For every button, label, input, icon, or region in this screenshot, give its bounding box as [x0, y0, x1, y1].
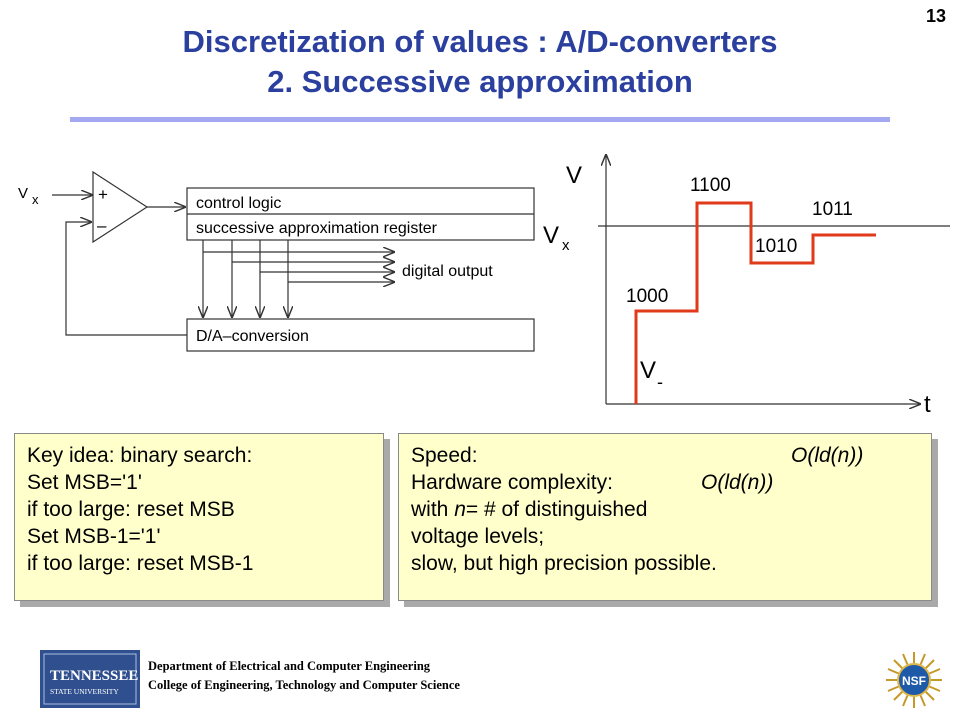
levels-pre: with	[411, 498, 455, 521]
title-line-2: 2. Successive approximation	[267, 64, 693, 99]
slide-number: 13	[925, 6, 946, 26]
tsu-logo: TENNESSEE STATE UNIVERSITY	[40, 650, 140, 708]
code-1010: 1010	[755, 236, 797, 257]
x-axis-label: t	[924, 391, 931, 418]
precision-line: slow, but high precision possible.	[411, 552, 717, 575]
control-logic-label: control logic	[196, 195, 281, 212]
minus-sign: –	[97, 216, 107, 235]
digital-output-label: digital output	[402, 263, 493, 280]
footer-text: Department of Electrical and Computer En…	[148, 657, 460, 695]
key-idea-line-1: Key idea: binary search:	[27, 444, 253, 467]
key-idea-line-4: Set MSB-1='1'	[27, 525, 161, 548]
key-idea-box: Key idea: binary search: Set MSB='1' if …	[14, 433, 384, 601]
key-idea-line-2: Set MSB='1'	[27, 471, 142, 494]
sar-block-diagram: V x + – control logic successive approxi…	[18, 170, 535, 352]
code-1100: 1100	[690, 175, 731, 196]
approximation-waveform	[634, 201, 876, 404]
levels-line: with n= # of distinguished	[411, 496, 919, 523]
key-idea-line-3: if too large: reset MSB	[27, 498, 235, 521]
nsf-label: NSF	[902, 674, 926, 688]
key-idea-line-5: if too large: reset MSB-1	[27, 552, 254, 575]
speed-line: Speed: O(ld(n))	[411, 442, 919, 469]
hardware-line: Hardware complexity: O(ld(n))	[411, 469, 919, 496]
title-line-1: Discretization of values : A/D-converter…	[182, 24, 778, 59]
vx-subscript: x	[562, 237, 570, 254]
speed-value: O(ld(n))	[791, 444, 864, 467]
footer-college: College of Engineering, Technology and C…	[148, 678, 460, 692]
sar-label: successive approximation register	[196, 220, 438, 237]
code-1000: 1000	[626, 286, 668, 307]
vminus-label: V	[640, 357, 656, 384]
y-axis-label: V	[566, 162, 582, 189]
figure-area: V x + – control logic successive approxi…	[18, 0, 950, 418]
tsu-logo-name: TENNESSEE	[50, 668, 138, 684]
vx-label: V	[543, 222, 559, 249]
input-label: V	[18, 185, 28, 202]
speed-label: Speed:	[411, 444, 478, 467]
title-divider	[70, 117, 890, 122]
speed-box: Speed: O(ld(n)) Hardware complexity: O(l…	[398, 433, 932, 601]
nsf-logo: NSF	[886, 652, 942, 708]
tsu-logo-graphic: TENNESSEE STATE UNIVERSITY	[43, 653, 138, 705]
code-1011: 1011	[812, 199, 853, 220]
plus-sign: +	[98, 185, 108, 204]
hardware-label: Hardware complexity:	[411, 471, 613, 494]
footer-department: Department of Electrical and Computer En…	[148, 659, 431, 673]
feedback-line	[65, 222, 187, 336]
slide-title: Discretization of values : A/D-converter…	[0, 22, 960, 102]
comparator-triangle	[92, 170, 149, 244]
input-subscript: x	[32, 192, 39, 207]
waveform-plot: V t V x V - 1000 1100 1010 1011	[543, 155, 950, 418]
voltage-line: voltage levels;	[411, 525, 545, 548]
levels-post: = # of distinguished	[465, 498, 648, 521]
hardware-value: O(ld(n))	[701, 471, 774, 494]
tsu-logo-sub: STATE UNIVERSITY	[50, 687, 119, 696]
levels-n: n	[454, 498, 466, 521]
da-label: D/A–conversion	[196, 328, 309, 345]
vminus-subscript: -	[657, 372, 663, 392]
